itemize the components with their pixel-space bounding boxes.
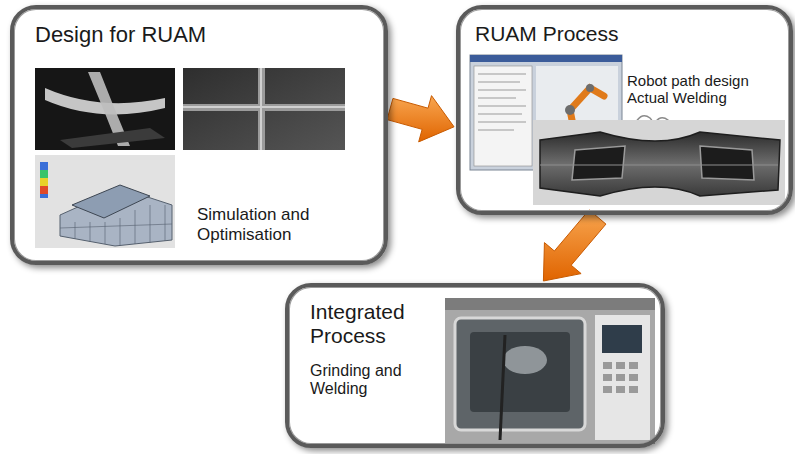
box-heading: Integrated Process — [310, 300, 442, 348]
simulation-image — [35, 155, 175, 248]
box-heading: RUAM Process — [475, 22, 775, 46]
welded-part-photo — [533, 120, 785, 205]
cad-model-image — [35, 68, 175, 150]
process-box: RUAM ProcessRobot path design Actual Wel… — [456, 5, 793, 215]
weld-photo — [183, 68, 345, 150]
box-body: Grinding and Welding — [310, 362, 438, 399]
flow-arrow — [387, 96, 454, 142]
machine-photo — [445, 298, 655, 444]
process-box: Integrated ProcessGrinding and Welding — [285, 283, 665, 448]
box-body: Simulation and Optimisation — [197, 205, 362, 244]
box-body: Robot path design Actual Welding — [627, 72, 787, 107]
flow-arrow — [543, 210, 606, 281]
process-box: Design for RUAM Simulation and Optimisati… — [10, 5, 388, 265]
box-heading: Design for RUAM — [35, 22, 355, 47]
